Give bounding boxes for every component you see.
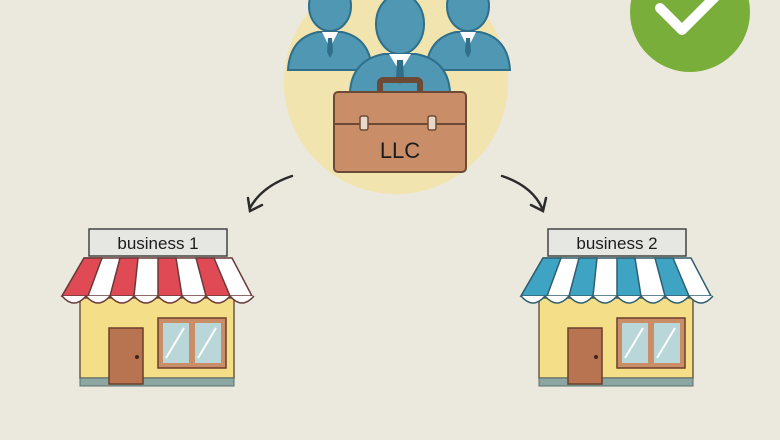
llc-label: LLC [380, 138, 420, 163]
shop-sign-label: business 1 [117, 234, 198, 253]
awning [60, 257, 255, 304]
check-icon [655, 0, 720, 35]
arrow-left-icon [246, 174, 294, 213]
person-icon [424, 0, 512, 71]
shop-sign [88, 228, 228, 257]
arrow-right-icon [500, 174, 548, 213]
shop-business-1: business 1 [60, 228, 255, 387]
person-icon [286, 0, 374, 71]
business-owners-icon [286, 0, 512, 93]
shop-sign-label: business 2 [576, 234, 657, 253]
person-icon [348, 0, 452, 93]
shop-sign [547, 228, 687, 257]
shop-window [157, 317, 227, 369]
check-badge [630, 0, 750, 72]
briefcase-icon: LLC [333, 77, 467, 173]
shop-business-2: business 2 [519, 228, 714, 387]
awning [519, 257, 714, 304]
shop-window [616, 317, 686, 369]
